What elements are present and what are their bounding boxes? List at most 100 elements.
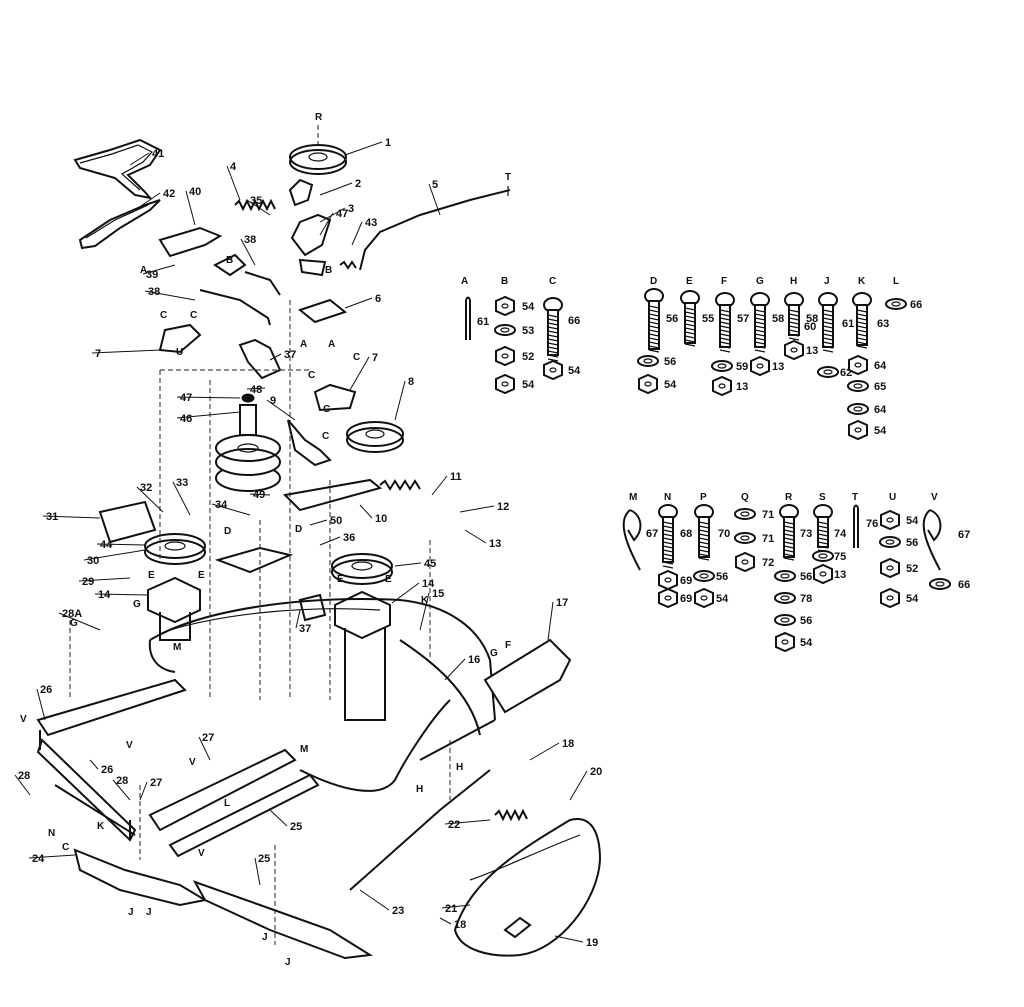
washer-62-icon <box>817 366 839 378</box>
callout-21: 21 <box>445 903 457 915</box>
bolt-70-icon <box>694 504 714 561</box>
letter-E: E <box>337 574 344 585</box>
callout-46: 46 <box>180 413 192 425</box>
hw-key-S: S <box>819 492 826 503</box>
washer-71b-icon <box>734 532 756 544</box>
leader-line <box>419 592 430 631</box>
hw-item: 63 <box>877 318 889 330</box>
hw-item: 73 <box>800 528 812 540</box>
spindle-housing-14-left <box>147 576 201 641</box>
callout-32: 32 <box>140 482 152 494</box>
hw-item: 67 <box>646 528 658 540</box>
hw-item: 52 <box>906 563 918 575</box>
cotter-76-icon <box>853 504 859 548</box>
washer-66-icon <box>885 298 907 310</box>
letter-C: C <box>322 431 329 442</box>
baffle-18 <box>399 639 481 736</box>
callout-17: 17 <box>556 597 568 609</box>
leader-line <box>444 658 466 681</box>
spring-4 <box>234 198 276 212</box>
callout-8: 8 <box>408 376 414 388</box>
washer-56-icon <box>637 355 659 367</box>
nut-54-icon <box>543 359 563 381</box>
hw-item: 54 <box>906 515 919 527</box>
callout-18: 18 <box>562 738 574 750</box>
leader-line <box>83 549 146 561</box>
leader-line <box>394 562 422 567</box>
leader-line <box>91 349 161 354</box>
nut-54-icon <box>495 295 515 317</box>
callout-26: 26 <box>101 764 113 776</box>
letter-H: H <box>416 784 423 795</box>
hw-item: 54 <box>874 425 887 437</box>
letter-D: D <box>295 524 302 535</box>
leader-line <box>14 774 31 796</box>
hw-item: 58 <box>772 313 784 325</box>
hw-key-K: K <box>858 276 866 287</box>
blade-25-left <box>73 848 208 907</box>
idler-arm-10 <box>282 478 421 512</box>
hw-key-F: F <box>721 276 727 287</box>
hw-item: 59 <box>736 361 748 373</box>
rod-5 <box>359 186 511 271</box>
leader-line <box>359 504 373 519</box>
letter-H: H <box>456 762 463 773</box>
callout-27: 27 <box>150 777 162 789</box>
hw-item: 71 <box>762 533 774 545</box>
letter-E: E <box>385 574 392 585</box>
callout-34: 34 <box>215 499 228 511</box>
letter-N: N <box>48 828 55 839</box>
hw-item: 54 <box>664 379 677 391</box>
letter-V: V <box>126 740 133 751</box>
letter-A: A <box>328 339 335 350</box>
letter-E: E <box>198 570 205 581</box>
callout-10: 10 <box>375 513 387 525</box>
nut-54-icon <box>638 373 658 395</box>
callout-39: 39 <box>146 269 158 281</box>
callout-28A: 28A <box>62 608 82 620</box>
washer-56-icon <box>693 570 715 582</box>
callout-15: 15 <box>432 588 444 600</box>
leader-line <box>569 770 588 801</box>
leader-line <box>185 190 196 226</box>
hw-item: 64 <box>874 404 887 416</box>
leader-line <box>36 688 46 721</box>
hw-item: 54 <box>906 593 919 605</box>
letter-C: C <box>160 310 167 321</box>
callout-41: 41 <box>152 148 164 160</box>
washer-56b-icon <box>774 614 796 626</box>
hw-item: 13 <box>834 569 846 581</box>
callout-2: 2 <box>355 178 361 190</box>
carriage-bolt-66-icon <box>543 297 563 362</box>
letter-K: K <box>97 821 105 832</box>
pulley-1 <box>289 125 347 175</box>
hw-key-L: L <box>893 276 899 287</box>
hw-key-D: D <box>650 276 657 287</box>
callout-31: 31 <box>46 511 58 523</box>
chute-17 <box>483 638 572 714</box>
letter-D: D <box>224 526 231 537</box>
callout-27: 27 <box>202 732 214 744</box>
callout-20: 20 <box>590 766 602 778</box>
hw-key-V: V <box>931 492 938 503</box>
bracket-7-left <box>158 323 202 354</box>
leader-line <box>144 290 196 301</box>
hw-key-Q: Q <box>741 492 749 503</box>
callout-47: 47 <box>336 208 348 220</box>
letter-J: J <box>285 957 291 968</box>
leader-line <box>319 182 353 196</box>
hw-item: 74 <box>834 528 847 540</box>
hw-item: 56 <box>906 537 918 549</box>
callout-16: 16 <box>468 654 480 666</box>
hw-item: 66 <box>910 299 922 311</box>
callout-47: 47 <box>180 392 192 404</box>
nut-54-icon <box>495 373 515 395</box>
callout-30: 30 <box>87 555 99 567</box>
bolt-60-icon <box>818 292 838 353</box>
leader-line <box>309 519 328 526</box>
leader-line <box>58 612 101 631</box>
leader-line <box>529 742 560 761</box>
hw-item: 54 <box>522 379 535 391</box>
hw-item: 13 <box>806 345 818 357</box>
